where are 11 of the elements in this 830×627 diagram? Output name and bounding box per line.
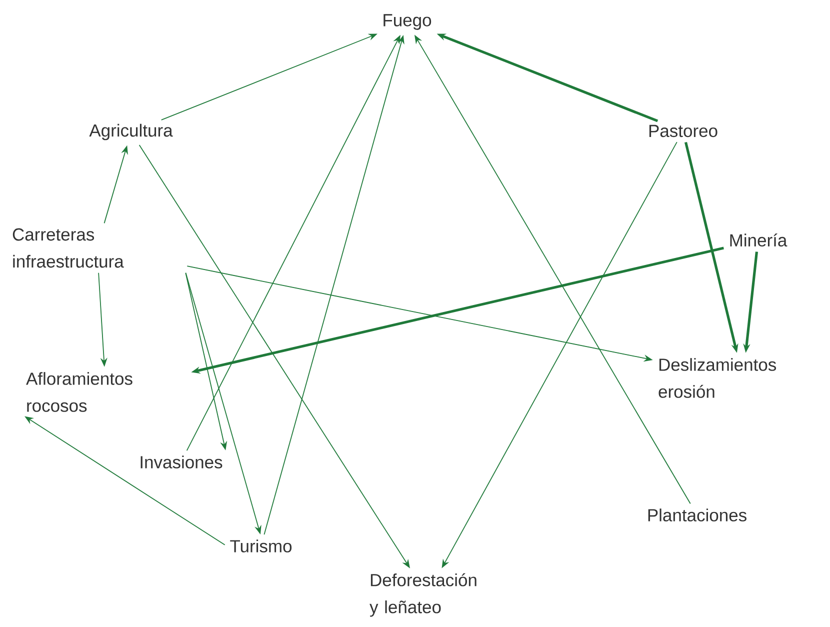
node-label: Minería: [730, 233, 788, 247]
node-label: Carreteras infraestructura: [12, 228, 124, 268]
node-label: Deslizamientos erosión: [658, 358, 776, 398]
node-label: Turismo: [230, 540, 292, 552]
node-label: Deforestación y leñateo: [370, 573, 476, 617]
node-label: Afloramientos rocosos: [26, 372, 132, 412]
node-label: Fuego: [384, 14, 432, 30]
node-label: Pastoreo: [649, 124, 718, 138]
node-label: Invasiones: [140, 456, 222, 468]
node-label: Agricultura: [89, 124, 173, 140]
node-label: Plantaciones: [648, 508, 746, 522]
